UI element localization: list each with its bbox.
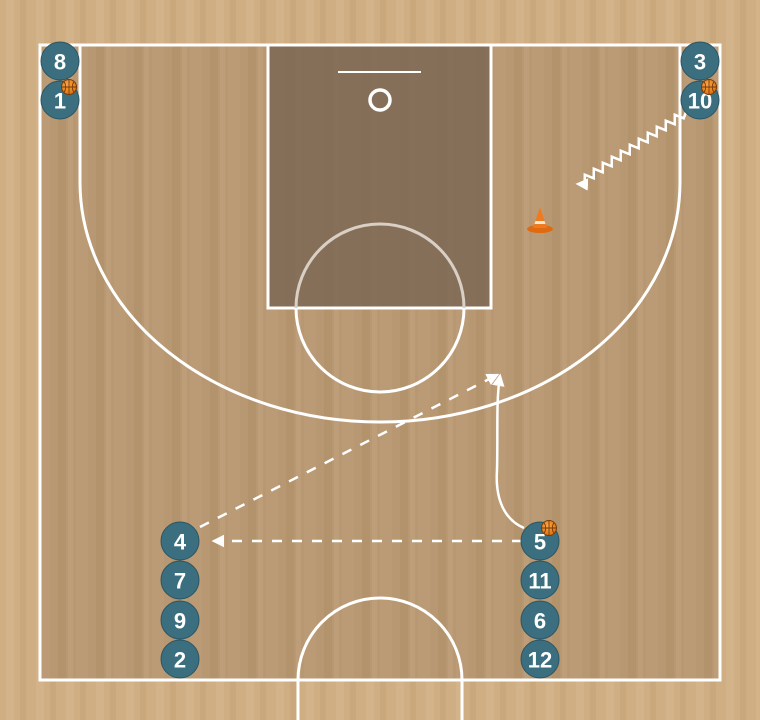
player-circle bbox=[160, 639, 200, 679]
player-circle bbox=[160, 600, 200, 640]
player-marker: 11 bbox=[520, 560, 560, 600]
player-marker: 9 bbox=[160, 600, 200, 640]
basketball-icon bbox=[701, 79, 717, 95]
player-number: 3 bbox=[694, 50, 706, 75]
basketball-icon bbox=[61, 79, 77, 95]
player-marker: 8 bbox=[40, 41, 80, 81]
center-circle-extension bbox=[296, 680, 464, 720]
player-number: 6 bbox=[534, 609, 546, 634]
movement-lines bbox=[199, 111, 688, 548]
player-marker: 2 bbox=[160, 639, 200, 679]
free-throw-circle-top bbox=[294, 222, 466, 309]
player-circle bbox=[520, 639, 560, 679]
paint-area bbox=[268, 45, 491, 308]
three-point-line bbox=[78, 45, 682, 424]
hoop bbox=[368, 88, 392, 112]
player-number: 1 bbox=[54, 89, 66, 114]
pass-line-from-4 bbox=[199, 373, 500, 529]
player-circle bbox=[40, 41, 80, 81]
free-throw-circle-bottom bbox=[294, 307, 466, 394]
player-number: 12 bbox=[528, 648, 552, 673]
court-lines bbox=[38, 43, 722, 720]
player-circle bbox=[680, 41, 720, 81]
basketball-icon bbox=[541, 520, 557, 536]
player-number: 7 bbox=[174, 569, 186, 594]
player-marker: 12 bbox=[520, 639, 560, 679]
player-marker: 4 bbox=[160, 521, 200, 561]
cut-line-5 bbox=[492, 373, 525, 530]
player-number: 2 bbox=[174, 648, 186, 673]
cone-icon bbox=[527, 207, 553, 233]
player-circle bbox=[520, 560, 560, 600]
player-circle bbox=[160, 560, 200, 600]
player-marker: 3 bbox=[680, 41, 720, 81]
center-circle bbox=[296, 596, 464, 681]
player-number: 5 bbox=[534, 530, 546, 555]
player-number: 11 bbox=[528, 569, 551, 594]
lane-lines bbox=[266, 43, 493, 310]
player-number: 8 bbox=[54, 50, 66, 75]
player-number: 4 bbox=[174, 530, 187, 555]
player-circle bbox=[160, 521, 200, 561]
player-circle bbox=[520, 600, 560, 640]
player-marker: 6 bbox=[520, 600, 560, 640]
player-marker: 7 bbox=[160, 560, 200, 600]
dribble-line bbox=[575, 111, 688, 191]
player-number: 9 bbox=[174, 609, 186, 634]
